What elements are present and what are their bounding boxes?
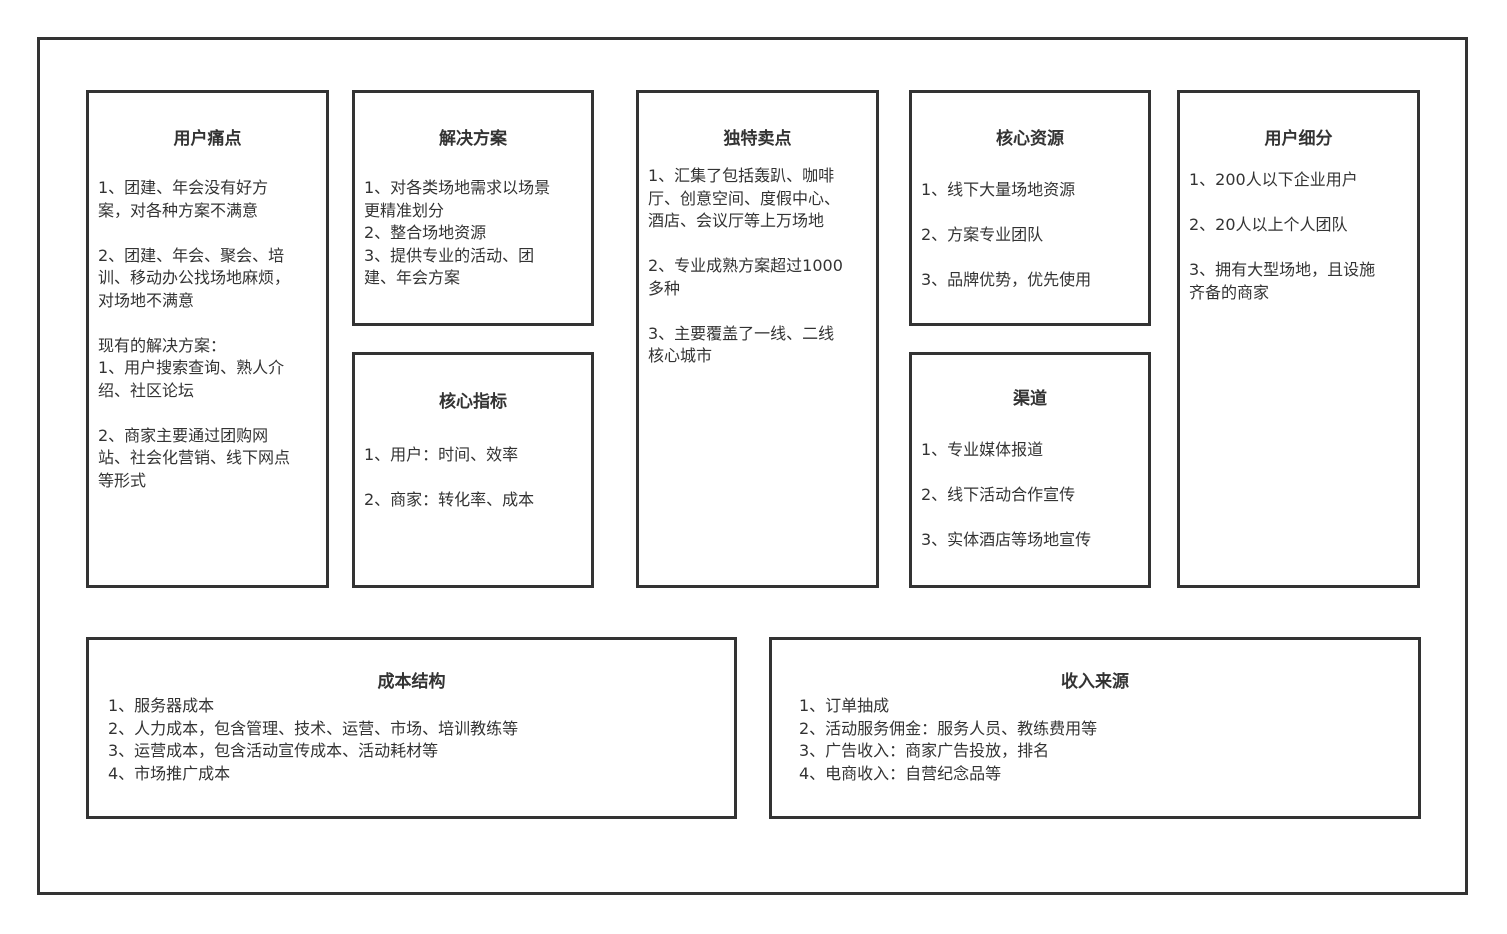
- key-metrics-box: 核心指标 1、用户：时间、效率 2、商家：转化率、成本: [352, 352, 594, 588]
- key-metrics-title: 核心指标: [439, 392, 507, 412]
- cost-structure-body: 1、服务器成本 2、人力成本，包含管理、技术、运营、市场、培训教练等 3、运营成…: [108, 696, 519, 783]
- revenue-streams-box: 收入来源 1、订单抽成 2、活动服务佣金：服务人员、教练费用等 3、广告收入：商…: [769, 637, 1421, 819]
- solution-box: 解决方案 1、对各类场地需求以场景 更精准划分 2、整合场地资源 3、提供专业的…: [352, 90, 594, 326]
- pain-points-body: 1、团建、年会没有好方 案，对各种方案不满意 2、团建、年会、聚会、培 训、移动…: [98, 178, 291, 490]
- usp-box: 独特卖点 1、汇集了包括轰趴、咖啡 厅、创意空间、度假中心、 酒店、会议厅等上万…: [636, 90, 879, 588]
- key-metrics-body: 1、用户：时间、效率 2、商家：转化率、成本: [364, 445, 535, 509]
- segments-title: 用户细分: [1264, 129, 1333, 149]
- core-resources-title: 核心资源: [996, 129, 1064, 149]
- cost-structure-title: 成本结构: [377, 672, 446, 692]
- channels-box: 渠道 1、专业媒体报道 2、线下活动合作宣传 3、实体酒店等场地宣传: [909, 352, 1151, 588]
- revenue-streams-title: 收入来源: [1061, 672, 1129, 692]
- segments-body: 1、200人以下企业用户 2、20人以上个人团队 3、拥有大型场地，且设施 齐备…: [1189, 170, 1376, 302]
- channels-title: 渠道: [1013, 389, 1047, 409]
- channels-body: 1、专业媒体报道 2、线下活动合作宣传 3、实体酒店等场地宣传: [921, 440, 1092, 549]
- revenue-streams-body: 1、订单抽成 2、活动服务佣金：服务人员、教练费用等 3、广告收入：商家广告投放…: [799, 696, 1098, 783]
- usp-body: 1、汇集了包括轰趴、咖啡 厅、创意空间、度假中心、 酒店、会议厅等上万场地 2、…: [648, 166, 843, 365]
- solution-body: 1、对各类场地需求以场景 更精准划分 2、整合场地资源 3、提供专业的活动、团 …: [364, 178, 551, 287]
- solution-title: 解决方案: [439, 129, 507, 149]
- pain-points-title: 用户痛点: [173, 129, 242, 149]
- pain-points-box: 用户痛点 1、团建、年会没有好方 案，对各种方案不满意 2、团建、年会、聚会、培…: [86, 90, 329, 588]
- segments-box: 用户细分 1、200人以下企业用户 2、20人以上个人团队 3、拥有大型场地，且…: [1177, 90, 1420, 588]
- usp-title: 独特卖点: [723, 129, 792, 149]
- cost-structure-box: 成本结构 1、服务器成本 2、人力成本，包含管理、技术、运营、市场、培训教练等 …: [86, 637, 737, 819]
- core-resources-box: 核心资源 1、线下大量场地资源 2、方案专业团队 3、品牌优势，优先使用: [909, 90, 1151, 326]
- core-resources-body: 1、线下大量场地资源 2、方案专业团队 3、品牌优势，优先使用: [921, 180, 1092, 289]
